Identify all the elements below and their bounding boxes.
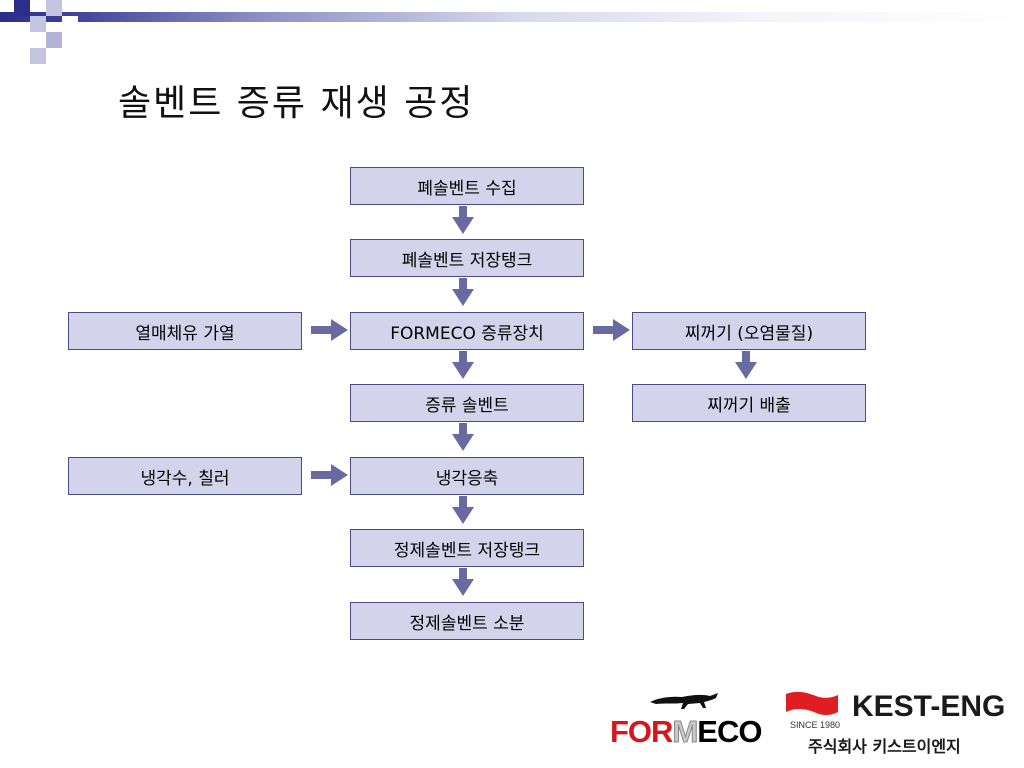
decor-square xyxy=(62,16,78,32)
flow-box-residue-discharge: 찌꺼기 배출 xyxy=(632,384,866,422)
arrow-down-icon xyxy=(452,496,474,524)
formeco-logo-part3: ECO xyxy=(697,714,762,749)
flow-box-distillation-unit: FORMECO 증류장치 xyxy=(350,312,584,350)
header-gradient-band xyxy=(0,12,1024,22)
formeco-logo-part1: FOR xyxy=(610,714,673,749)
flow-box-refined-solvent-packaging: 정제솔벤트 소분 xyxy=(350,602,584,640)
decor-square xyxy=(14,0,30,16)
flow-box-waste-solvent-collection: 폐솔벤트 수집 xyxy=(350,167,584,205)
flow-box-thermal-oil-heating: 열매체유 가열 xyxy=(68,312,302,350)
arrow-down-icon xyxy=(735,351,757,379)
arrow-down-icon xyxy=(452,423,474,451)
arrow-right-icon xyxy=(311,464,348,486)
arrow-right-icon xyxy=(311,319,348,341)
flow-box-residue: 찌꺼기 (오염물질) xyxy=(632,312,866,350)
flow-box-distilled-solvent: 증류 솔벤트 xyxy=(350,384,584,422)
arrow-down-icon xyxy=(452,278,474,306)
decor-square xyxy=(30,16,46,32)
formeco-logo-part2: M xyxy=(672,714,699,749)
arrow-right-icon xyxy=(593,319,630,341)
formeco-logo: FORMECO xyxy=(610,714,762,749)
kest-since-text: SINCE 1980 xyxy=(790,720,841,730)
kest-eng-logo-text: KEST-ENG xyxy=(852,690,1006,723)
flow-box-waste-solvent-tank: 폐솔벤트 저장탱크 xyxy=(350,239,584,277)
kest-company-name: 주식회사 키스트이엔지 xyxy=(808,737,961,756)
flow-box-cooling-water-chiller: 냉각수, 칠러 xyxy=(68,457,302,495)
decor-square xyxy=(46,0,62,16)
red-flag-icon xyxy=(786,691,838,715)
page-title: 솔벤트 증류 재생 공정 xyxy=(118,83,475,124)
arrow-down-icon xyxy=(452,568,474,596)
flow-box-cooling-condensation: 냉각응축 xyxy=(350,457,584,495)
arrow-down-icon xyxy=(452,351,474,379)
panther-icon xyxy=(650,693,718,709)
decor-square xyxy=(46,32,62,48)
flow-box-refined-solvent-tank: 정제솔벤트 저장탱크 xyxy=(350,529,584,567)
arrow-down-icon xyxy=(452,206,474,234)
decor-square xyxy=(30,48,46,64)
